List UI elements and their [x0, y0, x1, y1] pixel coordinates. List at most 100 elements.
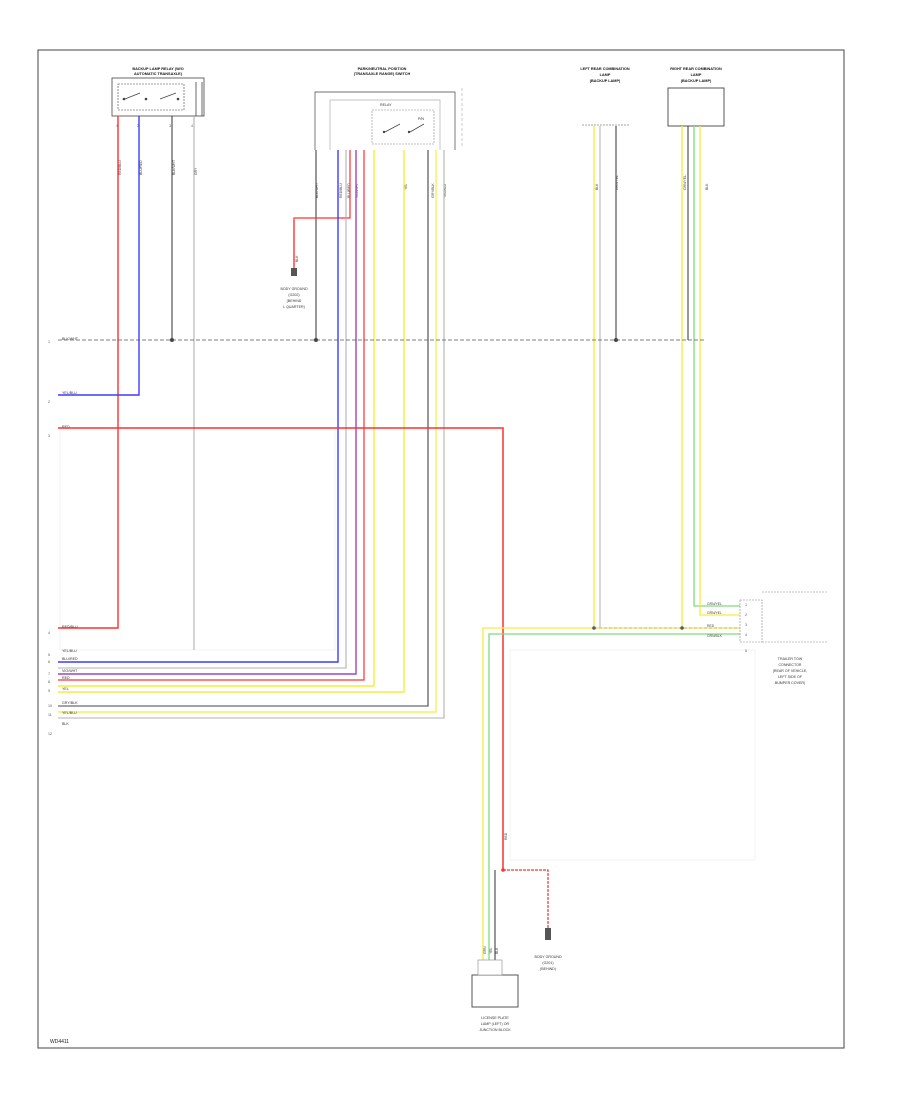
rail-8-idx: 8 — [48, 680, 50, 684]
rail-1-idx: 1 — [48, 340, 50, 344]
rail-7-idx: 7 — [48, 672, 50, 676]
relay-wire-3: BLK/WHT — [172, 160, 176, 175]
rail-8-label: RED — [62, 676, 70, 680]
ground2-label-2: (G201) — [542, 961, 553, 965]
rail-12-label: BLK — [62, 722, 69, 726]
relay-wire-4: GRY — [194, 167, 198, 175]
left-lamp-wire-1: BLK — [595, 183, 599, 190]
trailer-pin-3: 3 — [745, 623, 747, 627]
trailer-feed-wires — [482, 626, 740, 960]
range-switch-title-1: PARK/NEUTRAL POSITION — [358, 67, 407, 71]
trailer-wire-2: GRN/YEL — [707, 611, 722, 615]
red-feed-wire — [58, 427, 504, 870]
ground-g202: BLK BODY GROUND (G202) (BEHIND L QUARTER… — [280, 220, 308, 309]
ground1-label-2: (G202) — [288, 293, 299, 297]
range-wire-7: YEL/BLU — [443, 184, 447, 198]
range-wire-3: BLU/RED — [347, 183, 351, 198]
license-plate-lamp: GRN YEL BLK LICENSE PLATE LAMP (LEFT) OR… — [471, 946, 519, 1032]
ground1-label-4: L QUARTER) — [283, 305, 305, 309]
left-rear-lamp: LEFT REAR COMBINATION LAMP (BACKUP LAMP)… — [580, 67, 630, 190]
svg-text:3: 3 — [169, 124, 171, 128]
bottom-wire-3: BLK — [495, 947, 499, 954]
ground2-label-3: (BEHIND) — [540, 967, 556, 971]
relay-title-1: BACKUP LAMP RELAY (W/O — [132, 67, 183, 71]
rail-3-label: RED — [62, 425, 70, 429]
bottom-red-label: RED — [504, 832, 508, 840]
right-lamp-title-1: RIGHT REAR COMBINATION — [670, 67, 722, 71]
background-panels — [59, 427, 756, 861]
svg-text:2: 2 — [137, 124, 139, 128]
rail-11-label: YEL/BLU — [62, 711, 77, 715]
left-lamp-title-2: LAMP — [600, 73, 611, 77]
range-wire-2: RED/BLU — [339, 183, 343, 198]
trailer-pin-2: 2 — [745, 613, 747, 617]
trailer-pin-5: 5 — [745, 649, 747, 653]
left-lamp-title-1: LEFT REAR COMBINATION — [580, 67, 630, 71]
rail-2-idx: 2 — [48, 400, 50, 404]
relay-wire-1: RED/BLU — [118, 160, 122, 175]
bottom-box-label-1: LICENSE PLATE — [481, 1016, 509, 1020]
reference-number: WD4411 — [50, 1039, 69, 1045]
bottom-box-label-2: LAMP (LEFT) OR — [481, 1022, 510, 1026]
contact-label-1: RELAY — [380, 103, 392, 107]
bottom-box-label-3: JUNCTION BLOCK — [479, 1028, 511, 1032]
range-switch-wires — [58, 150, 445, 719]
svg-text:4: 4 — [191, 124, 193, 128]
trailer-label-1: TRAILER TOW — [778, 657, 803, 661]
rail-7-label: VIO/WHT — [62, 669, 78, 673]
range-wire-1: BLK/WHT — [315, 183, 319, 198]
bottom-wire-1: GRN — [483, 946, 487, 954]
ground2-label-1: BODY GROUND — [534, 955, 561, 959]
rail-4-label: RED/BLU — [62, 625, 78, 629]
ground1-label-1: BODY GROUND — [280, 287, 307, 291]
backup-lamp-relay: BACKUP LAMP RELAY (W/O AUTOMATIC TRANSAX… — [111, 67, 205, 175]
trailer-wire-4: GRN/BLK — [707, 634, 723, 638]
trailer-label-4: LEFT SIDE OF — [778, 675, 803, 679]
lamp-wires — [593, 126, 740, 628]
right-lamp-wire-1: GRN/YEL — [683, 175, 687, 190]
rail-labels: 1 BLK/WHT 2 YEL/BLU 3 RED 4 RED/BLU 5 YE… — [48, 337, 79, 736]
trailer-pin-4: 4 — [745, 633, 747, 637]
rail-5-idx: 5 — [48, 653, 50, 657]
rail-4-idx: 4 — [48, 631, 50, 635]
rail-12-idx: 12 — [48, 732, 52, 736]
ground-g201: BODY GROUND (G201) (BEHIND) — [534, 928, 562, 971]
bottom-wire-2: YEL — [489, 947, 493, 954]
right-rear-lamp: RIGHT REAR COMBINATION LAMP (BACKUP LAMP… — [667, 67, 725, 190]
rail-1-label: BLK/WHT — [62, 337, 79, 341]
trailer-pin-1: 1 — [745, 603, 747, 607]
rail-10-label: GRY/BLK — [62, 701, 78, 705]
ground-wire-label: BLK — [295, 255, 299, 262]
rail-3-idx: 3 — [48, 434, 50, 438]
rail-5-label: YEL/BLU — [62, 649, 77, 653]
left-lamp-title-3: (BACKUP LAMP) — [590, 79, 621, 83]
contact-label-2: P/N — [418, 117, 424, 121]
svg-text:1: 1 — [116, 124, 118, 128]
rail-11-idx: 11 — [48, 713, 52, 717]
trailer-label-5: BUMPER COVER) — [775, 681, 805, 685]
range-wire-4: VIO/WHT — [355, 183, 359, 198]
range-switch-title-2: (TRANSAXLE RANGE) SWITCH — [354, 72, 411, 76]
rail-10-idx: 10 — [48, 704, 52, 708]
trailer-tow-connector: GRN/YEL GRN/YEL RED GRN/BLK 1 2 3 4 5 TR… — [707, 591, 828, 685]
rail-6-idx: 6 — [48, 660, 50, 664]
relay-title-2: AUTOMATIC TRANSAXLE) — [134, 72, 183, 76]
trailer-label-2: CONNECTOR — [778, 663, 801, 667]
range-wire-5: YEL — [404, 183, 408, 190]
right-lamp-title-2: LAMP — [691, 73, 702, 77]
rail-9-idx: 9 — [48, 689, 50, 693]
trailer-wire-3: RED — [707, 624, 715, 628]
rail-6-label: BLU/RED — [62, 657, 78, 661]
right-lamp-title-3: (BACKUP LAMP) — [681, 79, 712, 83]
trailer-label-3: (REAR OF VEHICLE, — [773, 669, 808, 673]
red-ground-branch — [503, 869, 549, 930]
trailer-wire-1: GRN/YEL — [707, 602, 722, 606]
right-lamp-wire-2: BLK — [705, 183, 709, 190]
diagram-frame — [37, 49, 845, 1049]
relay-wire-2: BLU/RED — [139, 160, 143, 175]
range-wire-6: GRY/BLK — [431, 183, 435, 198]
left-lamp-wire-2: GRN/YEL — [615, 175, 619, 190]
rail-9-label: YEL — [62, 687, 69, 691]
park-neutral-switch: PARK/NEUTRAL POSITION (TRANSAXLE RANGE) … — [314, 67, 463, 198]
